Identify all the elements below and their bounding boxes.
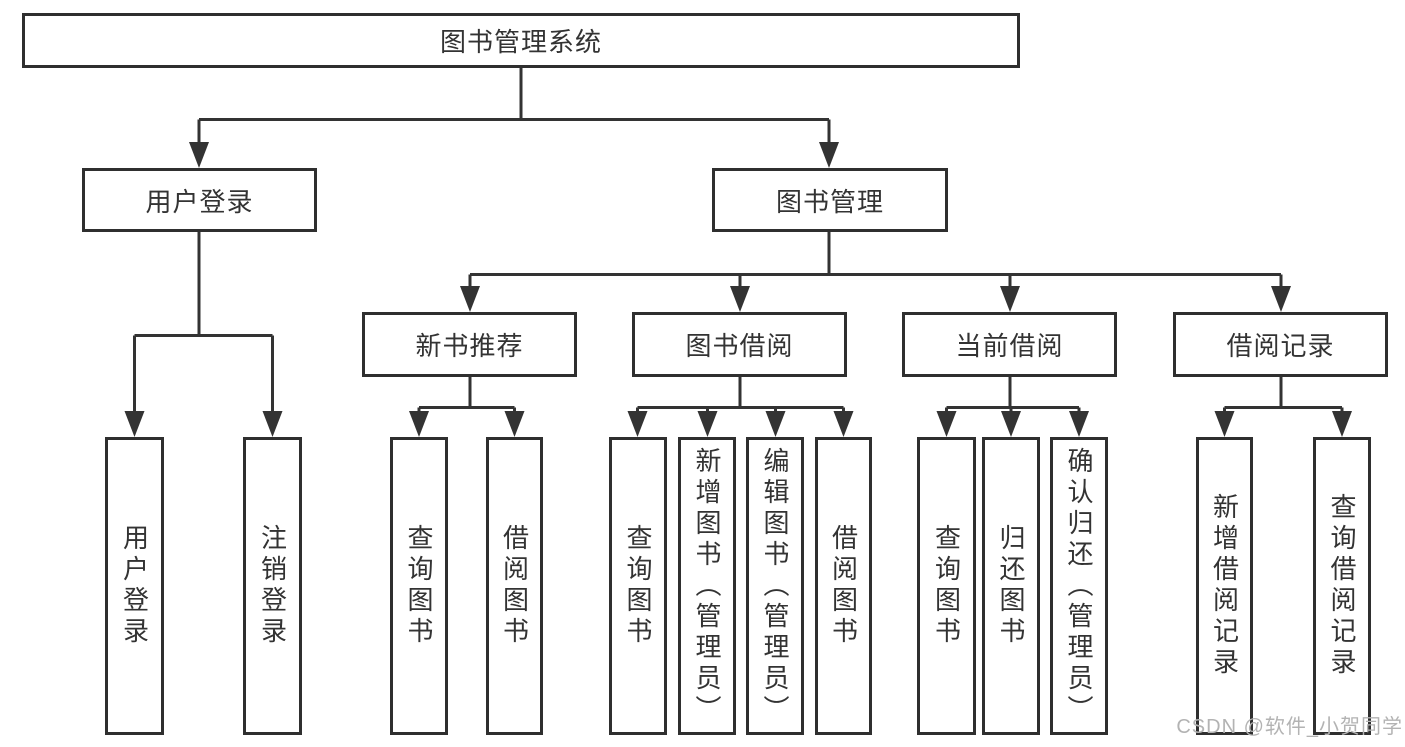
arrowhead [409, 411, 429, 437]
arrowhead [1000, 286, 1020, 312]
leaf-edit-books-admin: 编辑图书（管理员） [746, 437, 804, 735]
node-user-login: 用户登录 [82, 168, 317, 232]
node-book-borrow: 图书借阅 [632, 312, 847, 377]
arrowhead [833, 411, 854, 437]
leaf-query-borrow-record: 查询借阅记录 [1313, 437, 1371, 735]
leaf-logout: 注销登录 [243, 437, 302, 735]
leaf-borrow-books-recommend: 借阅图书 [486, 437, 543, 735]
leaf-borrow-books: 借阅图书 [815, 437, 872, 735]
node-borrow-records: 借阅记录 [1173, 312, 1388, 377]
node-new-book-recommend: 新书推荐 [362, 312, 577, 377]
leaf-confirm-return-admin: 确认归还（管理员） [1050, 437, 1108, 735]
arrowhead [936, 411, 957, 437]
leaf-user-login: 用户登录 [105, 437, 164, 735]
leaf-add-borrow-record: 新增借阅记录 [1196, 437, 1253, 735]
arrowhead [504, 411, 525, 437]
leaf-add-books-admin: 新增图书（管理员） [678, 437, 736, 735]
node-root-system: 图书管理系统 [22, 13, 1020, 68]
node-current-borrow: 当前借阅 [902, 312, 1117, 377]
arrowhead [1069, 411, 1089, 437]
connector-lines [133, 68, 1344, 413]
arrowhead [262, 411, 283, 437]
arrowhead [765, 411, 786, 437]
leaf-query-books-borrow: 查询图书 [609, 437, 667, 735]
arrowhead [1271, 286, 1291, 312]
leaf-query-books-recommend: 查询图书 [390, 437, 448, 735]
node-book-management: 图书管理 [712, 168, 948, 232]
arrowhead [819, 142, 839, 168]
arrowhead [730, 286, 750, 312]
arrowhead [189, 142, 209, 168]
csdn-watermark: CSDN @软件_小贺同学 [1176, 716, 1403, 738]
leaf-query-books-current: 查询图书 [917, 437, 976, 735]
arrowhead [697, 411, 718, 437]
arrowhead [1214, 411, 1235, 437]
arrowhead [1332, 411, 1352, 437]
leaf-return-books: 归还图书 [982, 437, 1040, 735]
arrowhead [124, 411, 145, 437]
arrowhead [627, 411, 648, 437]
arrowhead [460, 286, 480, 312]
arrowhead [1001, 411, 1021, 437]
